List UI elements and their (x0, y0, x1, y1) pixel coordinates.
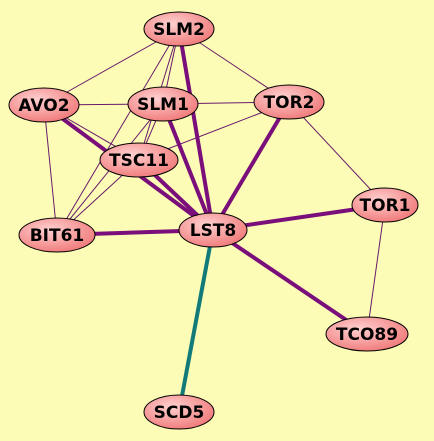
node-lst8[interactable]: LST8 (178, 212, 248, 248)
node-slm2[interactable]: SLM2 (143, 11, 215, 47)
edge-slm2-bit61 (56, 28, 180, 236)
node-label: TSC11 (109, 151, 169, 171)
node-ellipse (99, 142, 179, 178)
node-label: SLM1 (137, 95, 189, 115)
node-label: SLM2 (153, 20, 205, 40)
node-label: AVO2 (18, 96, 69, 116)
node-label: TCO89 (336, 325, 398, 345)
node-ellipse (178, 212, 248, 248)
node-label: SCD5 (154, 403, 205, 423)
node-label: TOR1 (360, 196, 411, 216)
edge-lst8-scd5 (177, 228, 215, 414)
edge-tor2-tor1 (288, 101, 386, 206)
node-ellipse (351, 187, 419, 223)
node-tor2[interactable]: TOR2 (253, 84, 325, 120)
node-label: BIT61 (30, 226, 85, 246)
node-label: TOR2 (264, 93, 315, 113)
node-tsc11[interactable]: TSC11 (99, 142, 179, 178)
node-ellipse (253, 84, 325, 120)
edge-avo2-bit61 (43, 104, 58, 236)
edge-lst8-tco89 (211, 228, 369, 336)
node-ellipse (143, 11, 215, 47)
node-ellipse (143, 394, 215, 430)
edge-lst8-tor2 (211, 100, 291, 232)
edge-tor1-tco89 (366, 204, 386, 335)
node-bit61[interactable]: BIT61 (18, 217, 96, 253)
node-avo2[interactable]: AVO2 (8, 87, 80, 123)
node-scd5[interactable]: SCD5 (143, 394, 215, 430)
edge-lst8-slm2 (177, 27, 215, 232)
node-label: LST8 (190, 221, 237, 241)
node-ellipse (18, 217, 96, 253)
edge-lst8-slm1 (161, 102, 215, 232)
node-ellipse (8, 87, 80, 123)
node-tor1[interactable]: TOR1 (351, 187, 419, 223)
node-ellipse (127, 86, 199, 122)
node-slm1[interactable]: SLM1 (127, 86, 199, 122)
node-tco89[interactable]: TCO89 (325, 316, 409, 352)
node-ellipse (325, 316, 409, 352)
